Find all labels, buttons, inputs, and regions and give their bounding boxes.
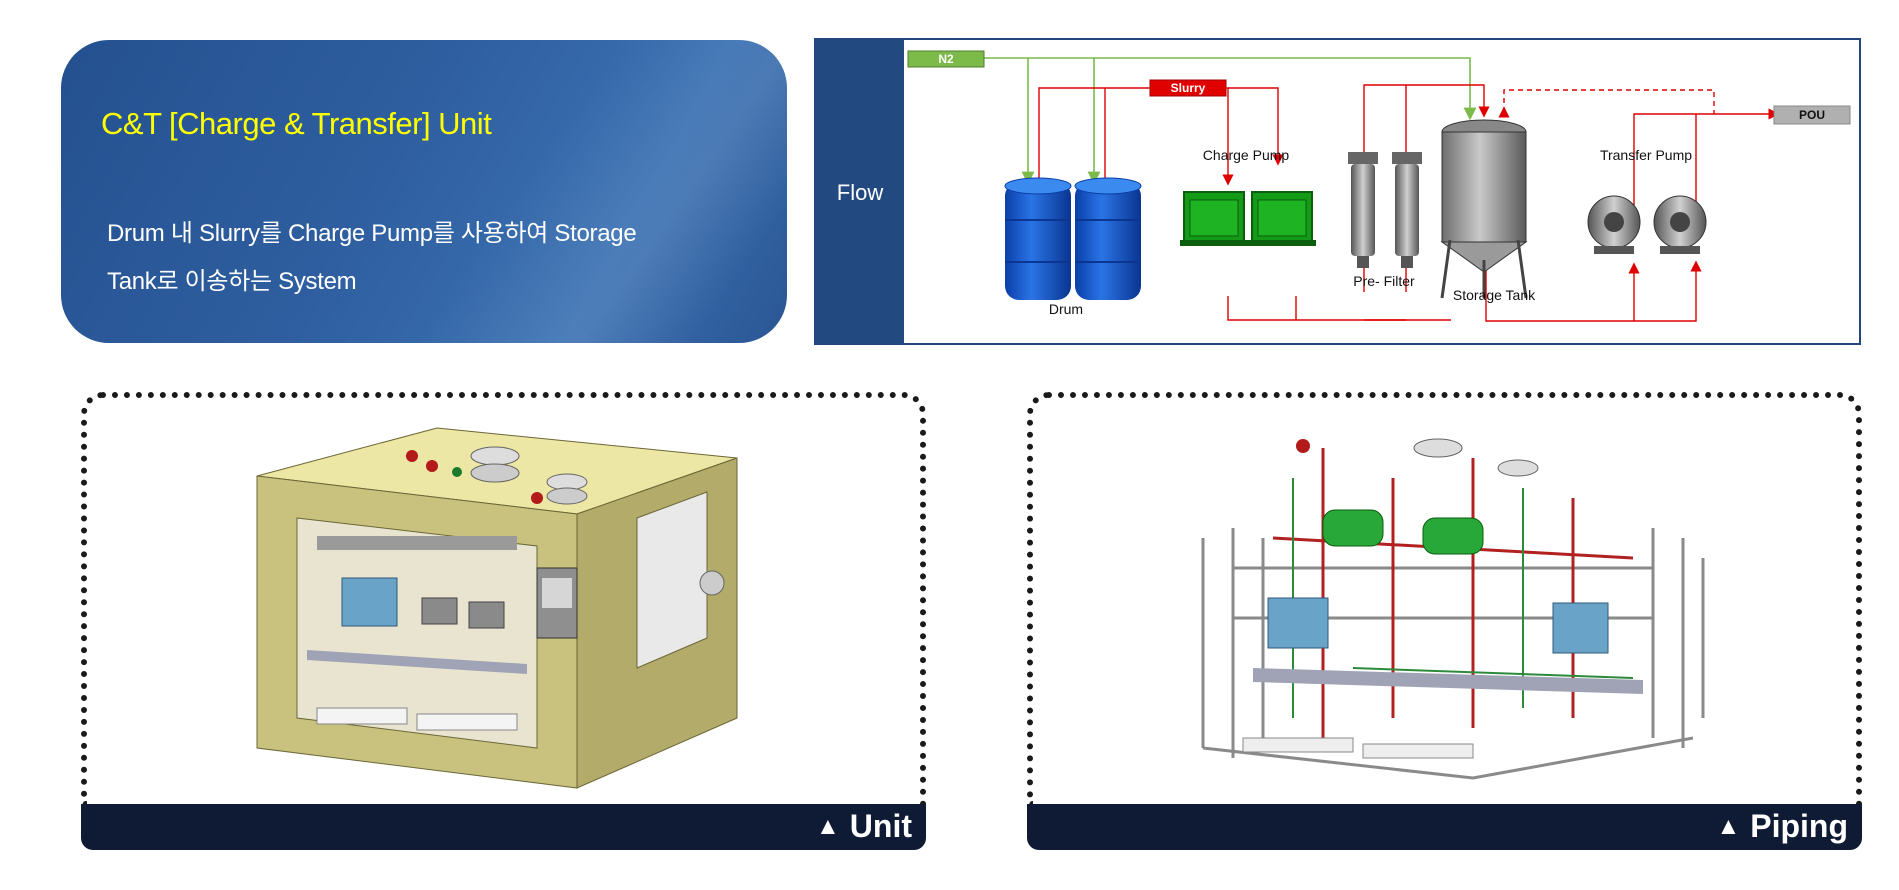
transfer-pump-label: Transfer Pump xyxy=(1600,147,1692,163)
piping-image-card: ▲ Piping xyxy=(1027,392,1862,850)
triangle-up-icon: ▲ xyxy=(816,813,840,840)
drum-label: Drum xyxy=(1049,301,1083,317)
pre-filter-label: Pre- Filter xyxy=(1353,273,1415,289)
description-line-1: Drum 내 Slurry를 Charge Pump를 사용하여 Storage xyxy=(107,220,637,247)
card-title: C&T [Charge & Transfer] Unit xyxy=(101,106,492,141)
n2-tag-label: N2 xyxy=(938,52,954,66)
slurry-tag-label: Slurry xyxy=(1171,81,1206,95)
flow-label-box: Flow xyxy=(816,40,904,343)
pou-tag-label: POU xyxy=(1799,108,1825,122)
storage-tank-label: Storage Tank xyxy=(1453,287,1536,303)
card-description: Drum 내 Slurry를 Charge Pump를 사용하여 Storage… xyxy=(107,210,747,306)
charge-pump-label: Charge Pump xyxy=(1203,147,1290,163)
n2-tag: N2 xyxy=(907,50,985,68)
charge-pump-1 xyxy=(1180,191,1248,246)
unit-image-card: ▲ Unit xyxy=(81,392,926,850)
unit-caption-bar: ▲ Unit xyxy=(81,804,926,850)
n2-lines xyxy=(984,57,1477,185)
charge-pump-2 xyxy=(1248,191,1316,246)
card-sheen xyxy=(61,40,787,343)
piping-caption: ▲ Piping xyxy=(1716,808,1848,845)
drum-1 xyxy=(1004,177,1072,300)
slurry-tag: Slurry xyxy=(1149,79,1227,97)
piping-render-image xyxy=(1201,438,1705,780)
pou-tag: POU xyxy=(1773,105,1851,125)
storage-tank xyxy=(1440,119,1528,299)
pre-filter-2 xyxy=(1392,152,1422,268)
unit-render-image xyxy=(256,427,738,789)
title-card: C&T [Charge & Transfer] Unit Drum 내 Slur… xyxy=(61,40,787,343)
drum-2 xyxy=(1074,177,1142,300)
description-line-2: Tank로 이송하는 System xyxy=(107,268,357,295)
transfer-pump-1 xyxy=(1587,195,1641,254)
flow-panel: Flow xyxy=(814,38,1861,345)
pre-filter-1 xyxy=(1348,152,1378,268)
flow-diagram: N2 Slurry POU Drum xyxy=(907,50,1851,322)
flow-label: Flow xyxy=(836,180,884,205)
piping-caption-text: Piping xyxy=(1750,808,1848,844)
transfer-pump-2 xyxy=(1653,195,1707,254)
slurry-return-dashed xyxy=(1498,89,1715,118)
piping-caption-bar: ▲ Piping xyxy=(1027,804,1862,850)
unit-caption: ▲ Unit xyxy=(816,808,912,845)
triangle-up-icon: ▲ xyxy=(1716,813,1741,840)
unit-caption-text: Unit xyxy=(849,808,912,844)
